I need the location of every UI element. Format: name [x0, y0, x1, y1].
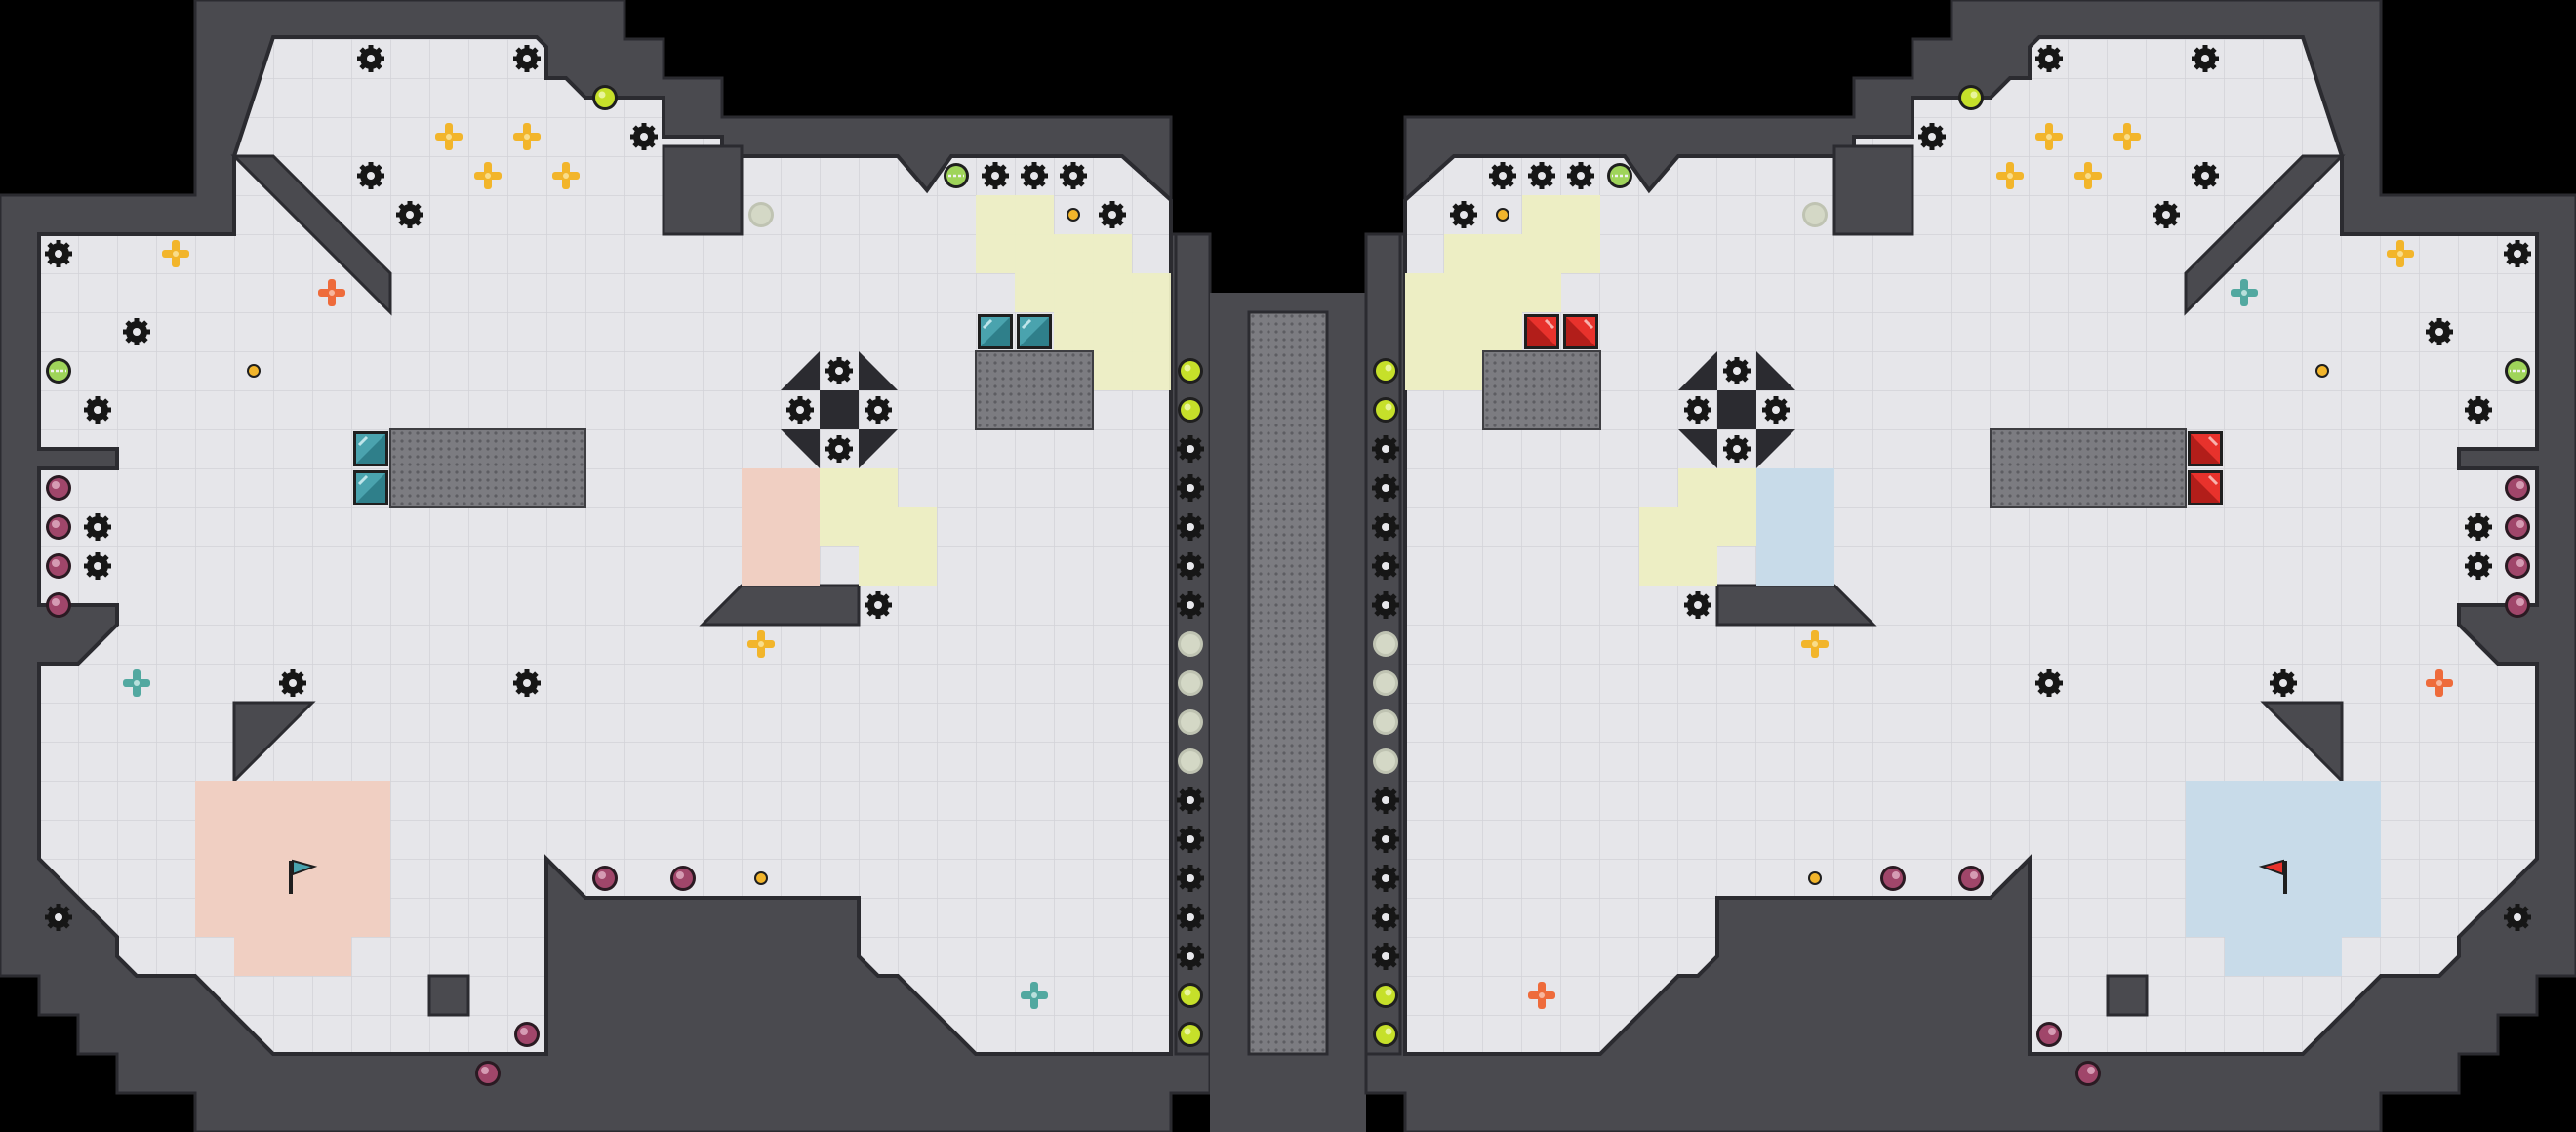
yellow-zone	[820, 468, 937, 586]
center-grate-column	[1210, 293, 1366, 1132]
crate-icon[interactable]	[351, 468, 390, 507]
spinner-trap	[781, 351, 898, 468]
left-arena	[0, 0, 1212, 1132]
left-wall-diagonal	[230, 154, 392, 316]
right-arena	[1364, 0, 2576, 1132]
flag-icon[interactable]	[289, 859, 318, 894]
crate-icon[interactable]	[976, 312, 1015, 351]
crate-icon[interactable]	[1015, 312, 1054, 351]
left-wall-block	[427, 974, 470, 1017]
metal-grate	[389, 428, 586, 508]
peach-zone	[742, 468, 820, 586]
left-wall-island	[662, 144, 744, 236]
crate-icon[interactable]	[351, 429, 390, 468]
yellow-zone	[976, 195, 1171, 390]
left-wall-diagonal	[232, 701, 316, 785]
metal-grate	[975, 350, 1094, 430]
